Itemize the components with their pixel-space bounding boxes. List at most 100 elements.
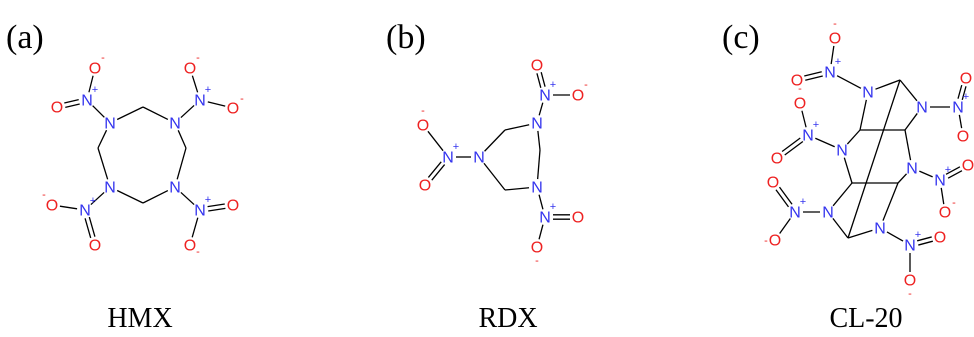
cl20-bond	[904, 113, 918, 131]
cl20-oxygen-atom: O	[829, 31, 841, 48]
cl20-oxygen-atom: O	[767, 175, 779, 192]
cl20-bond	[958, 114, 963, 129]
hmx-bond	[116, 106, 144, 121]
cl20-oxygen-atom: O	[791, 73, 803, 90]
cl20-bond	[846, 129, 861, 145]
rdx-oxygen-atom: O	[572, 210, 584, 227]
hmx-negative-charge: -	[196, 52, 200, 64]
hmx-oxygen-atom: O	[46, 198, 58, 215]
hmx-bond	[59, 205, 78, 210]
cl20-bond	[961, 86, 967, 101]
hmx-oxygen-atom: O	[227, 198, 239, 215]
hmx-bond	[92, 105, 105, 118]
cl20-positive-charge: +	[800, 196, 806, 208]
rdx-negative-charge: -	[584, 79, 588, 91]
rdx-negative-charge: -	[421, 105, 425, 117]
cl20-nitrogen-atom: N	[874, 221, 886, 238]
cl20-bond	[882, 182, 899, 221]
rdx-nitrogen-atom: N	[442, 150, 454, 167]
hmx-nitrogen-atom: N	[169, 116, 181, 133]
cl20-bond	[899, 79, 918, 102]
hmx-nitrogen-atom: N	[81, 93, 93, 110]
rdx-bond	[431, 164, 446, 181]
rdx-bond	[538, 224, 544, 240]
rdx-nitrogen-atom: N	[539, 88, 551, 105]
hmx-nitrogen-atom: N	[194, 203, 206, 220]
hmx-positive-charge: +	[90, 195, 96, 207]
hmx-bond	[88, 75, 94, 93]
hmx-bond	[176, 147, 187, 180]
cl20-nitrogen-atom: N	[904, 238, 916, 255]
hmx-nitrogen-atom: N	[79, 203, 91, 220]
panel-label-c: (c)	[722, 19, 760, 56]
hmx-bond	[142, 106, 169, 121]
hmx-oxygen-atom: O	[184, 61, 196, 78]
cl20-negative-charge: -	[798, 83, 802, 95]
caption-rdx: RDX	[478, 303, 537, 334]
cl20-nitrogen-atom: N	[906, 161, 918, 178]
cl20-bond	[947, 170, 963, 179]
hmx-positive-charge: +	[205, 194, 211, 206]
rdx-positive-charge: +	[550, 79, 556, 91]
hmx-positive-charge: +	[92, 84, 98, 96]
cl20-nitrogen-atom: N	[822, 205, 834, 222]
hmx-nitrogen-atom: N	[104, 180, 116, 197]
hmx-bond	[90, 191, 105, 206]
cl20-bond	[897, 173, 908, 184]
hmx-bond	[180, 191, 195, 206]
cl20-oxygen-atom: O	[960, 71, 972, 88]
cl20-negative-charge: -	[908, 288, 912, 300]
caption-hmx: HMX	[107, 303, 172, 334]
rdx-bond	[540, 71, 546, 87]
cl20-positive-charge: +	[963, 91, 969, 103]
cl20-bond	[781, 137, 801, 152]
rdx-oxygen-atom: O	[417, 118, 429, 135]
cl20-oxygen-atom: O	[934, 230, 946, 247]
cl20-oxygen-atom: O	[771, 151, 783, 168]
cl20-positive-charge: +	[945, 164, 951, 176]
cl20-bond	[859, 99, 867, 131]
cl20-bond	[779, 218, 791, 234]
cl20-oxygen-atom: O	[962, 158, 974, 175]
rdx-bond	[483, 162, 506, 191]
cl20-oxygen-atom: O	[904, 273, 916, 290]
cl20-oxygen-atom: O	[769, 233, 781, 250]
hmx-bond	[65, 103, 80, 108]
cl20-bond	[832, 217, 849, 239]
cl20-oxygen-atom: O	[939, 205, 951, 222]
hmx-bond	[97, 129, 108, 149]
rdx-bond	[504, 124, 530, 131]
rdx-bond	[538, 102, 544, 116]
cl20-nitrogen-atom: N	[934, 173, 946, 190]
hmx-bond	[207, 101, 226, 107]
caption-cl20: CL-20	[829, 303, 902, 334]
cl20-bond	[847, 79, 901, 239]
cl20-bond	[919, 170, 933, 178]
cl20-nitrogen-atom: N	[952, 100, 964, 117]
hmx-bond	[64, 99, 79, 104]
rdx-oxygen-atom: O	[531, 58, 543, 75]
hmx-oxygen-atom: O	[89, 238, 101, 255]
cl20-negative-charge: -	[764, 235, 768, 247]
hmx-negative-charge: -	[101, 52, 105, 64]
cl20-bond	[775, 189, 790, 208]
cl20-nitrogen-atom: N	[789, 205, 801, 222]
cl20-bond	[957, 84, 963, 99]
rdx-negative-charge: -	[535, 255, 539, 267]
rdx-oxygen-atom: O	[572, 88, 584, 105]
rdx-bond	[536, 73, 542, 89]
cl20-negative-charge: -	[952, 197, 956, 209]
rdx-nitrogen-atom: N	[539, 210, 551, 227]
rdx-positive-charge: +	[550, 201, 556, 213]
rdx-bond	[537, 130, 541, 151]
hmx-bond	[207, 203, 225, 208]
hmx-bond	[191, 217, 199, 238]
panel-label-a: (a)	[6, 19, 44, 56]
hmx-nitrogen-atom: N	[194, 93, 206, 110]
cl20-bond	[804, 71, 822, 77]
hmx-oxygen-atom: O	[227, 101, 239, 118]
hmx-nitrogen-atom: N	[169, 180, 181, 197]
cl20-bond	[805, 75, 823, 81]
